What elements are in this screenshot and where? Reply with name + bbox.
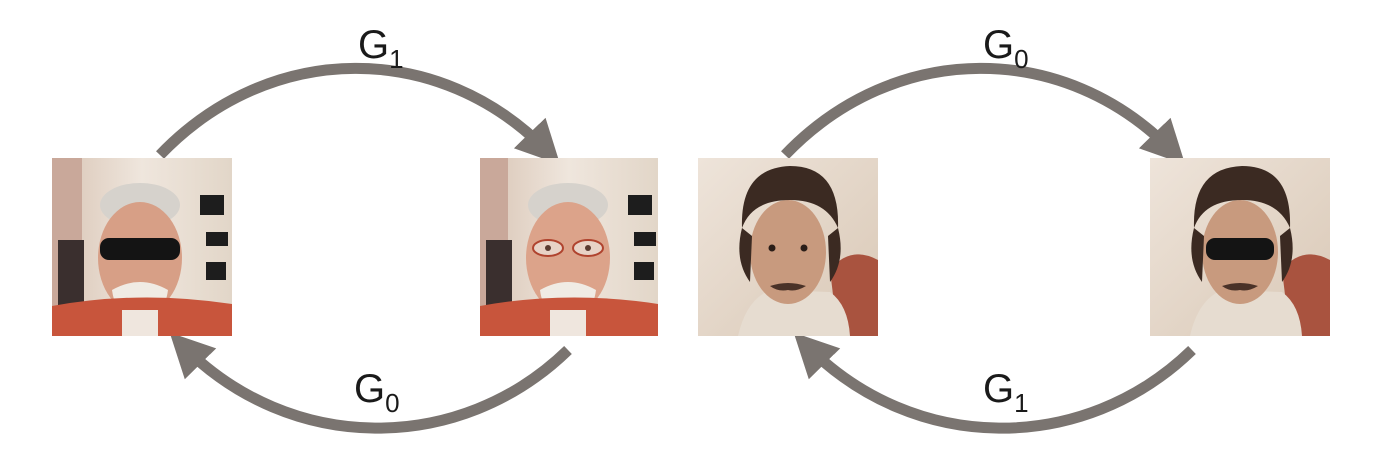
- left-top-arrow: [156, 62, 561, 165]
- left-top-label-subscript: 1: [389, 44, 403, 74]
- right-bottom-arrow: [793, 332, 1196, 434]
- man-with-sunglasses-photo: [52, 158, 232, 336]
- right-top-label-base: G: [983, 23, 1014, 67]
- man-sunglasses-removed-photo: [480, 158, 658, 336]
- left-bottom-arrow: [169, 332, 572, 434]
- right-bottom-label: G1: [983, 367, 1029, 418]
- right-top-label-subscript: 0: [1014, 44, 1028, 74]
- svg-text:G0: G0: [983, 23, 1029, 74]
- svg-text:G0: G0: [354, 367, 400, 418]
- young-man-with-sunglasses-photo: [1150, 158, 1330, 336]
- left-bottom-label: G0: [354, 367, 400, 418]
- left-top-label-base: G: [358, 23, 389, 67]
- right-cycle: G0 G1: [698, 23, 1330, 434]
- right-top-arrow: [781, 62, 1186, 165]
- left-cycle: G1 G0: [52, 23, 658, 434]
- svg-text:G1: G1: [358, 23, 404, 74]
- left-top-label: G1: [358, 23, 404, 74]
- young-man-without-glasses-photo: [698, 158, 878, 336]
- left-bottom-label-base: G: [354, 367, 385, 411]
- left-bottom-label-subscript: 0: [385, 388, 399, 418]
- right-bottom-label-subscript: 1: [1014, 388, 1028, 418]
- right-bottom-label-base: G: [983, 367, 1014, 411]
- svg-text:G1: G1: [983, 367, 1029, 418]
- right-top-label: G0: [983, 23, 1029, 74]
